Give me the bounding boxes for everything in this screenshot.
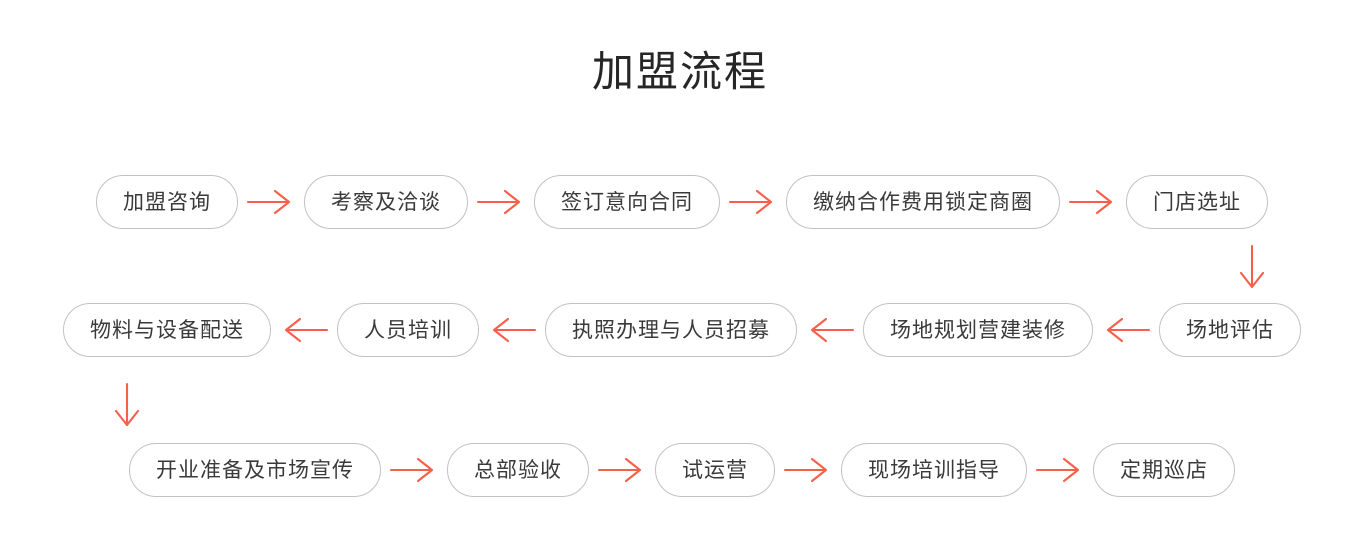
flow-node[interactable]: 门店选址 (1126, 175, 1268, 229)
arrow-down-icon (1229, 239, 1275, 299)
arrow-right-icon (1060, 185, 1126, 219)
arrow-right-icon (720, 185, 786, 219)
flow-row-3: 开业准备及市场宣传 总部验收 试运营 现场培训指导 定期巡店 (0, 441, 1360, 499)
flow-node[interactable]: 试运营 (655, 443, 775, 497)
flow-row-2: 物料与设备配送 人员培训 执照办理与人员招募 场地规划营建装修 场地评估 (0, 301, 1360, 359)
arrow-left-icon (797, 313, 863, 347)
flow-node[interactable]: 加盟咨询 (96, 175, 238, 229)
flow-row-1: 加盟咨询 考察及洽谈 签订意向合同 缴纳合作费用锁定商圈 门店选址 (0, 173, 1360, 231)
arrow-right-icon (1027, 453, 1093, 487)
flow-node[interactable]: 定期巡店 (1093, 443, 1235, 497)
flow-node[interactable]: 物料与设备配送 (63, 303, 271, 357)
flow-node[interactable]: 人员培训 (337, 303, 479, 357)
arrow-right-icon (468, 185, 534, 219)
flow-node[interactable]: 场地评估 (1159, 303, 1301, 357)
arrow-down-icon (104, 377, 150, 437)
flow-node[interactable]: 缴纳合作费用锁定商圈 (786, 175, 1060, 229)
arrow-right-icon (381, 453, 447, 487)
arrow-right-icon (589, 453, 655, 487)
arrow-right-icon (775, 453, 841, 487)
flow-node[interactable]: 现场培训指导 (841, 443, 1027, 497)
flow-node[interactable]: 总部验收 (447, 443, 589, 497)
arrow-right-icon (238, 185, 304, 219)
flow-node[interactable]: 签订意向合同 (534, 175, 720, 229)
arrow-left-icon (479, 313, 545, 347)
flow-node[interactable]: 开业准备及市场宣传 (129, 443, 381, 497)
flow-node[interactable]: 考察及洽谈 (304, 175, 468, 229)
flow-node[interactable]: 执照办理与人员招募 (545, 303, 797, 357)
page-title: 加盟流程 (591, 48, 768, 95)
arrow-left-icon (1093, 313, 1159, 347)
flow-node[interactable]: 场地规划营建装修 (863, 303, 1093, 357)
arrow-left-icon (271, 313, 337, 347)
